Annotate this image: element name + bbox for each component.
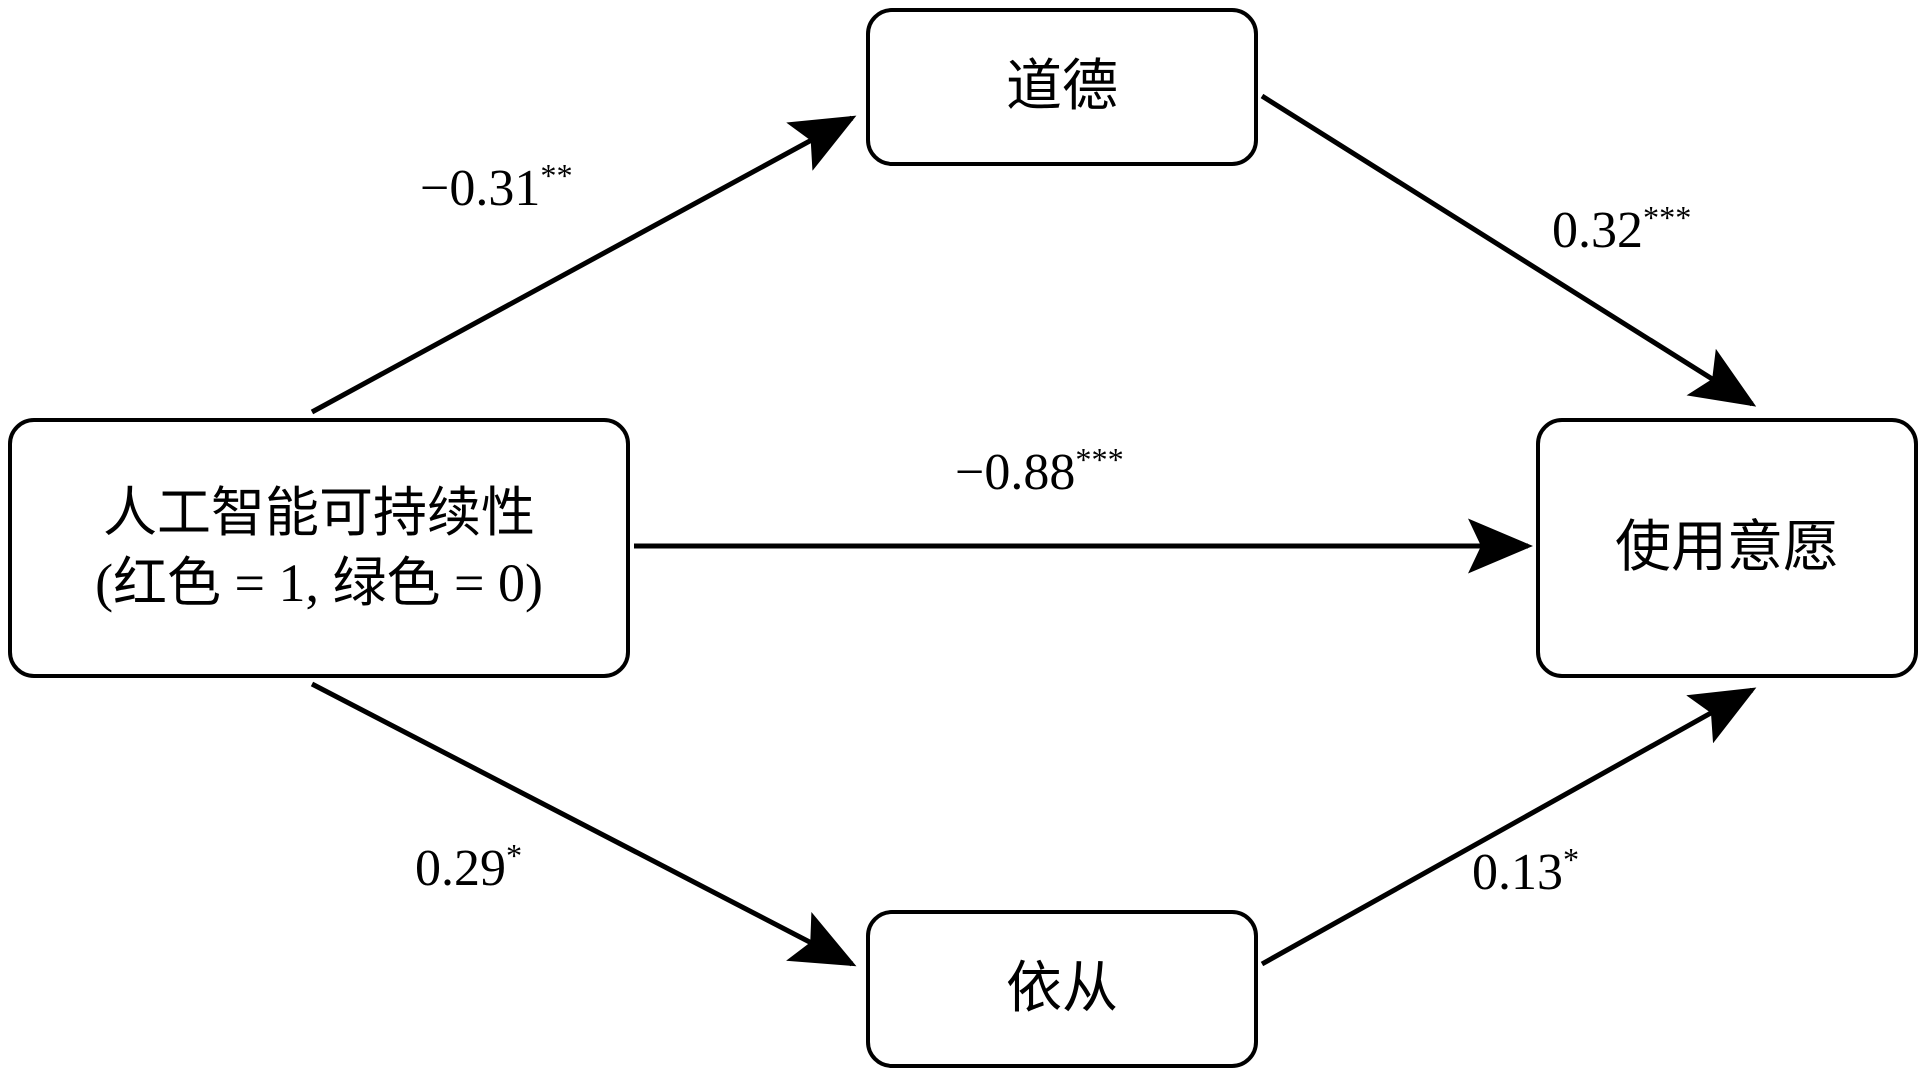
path-label-predictor-to-compliance: 0.29* bbox=[415, 840, 522, 897]
arrow-predictor-to-ethics bbox=[310, 115, 857, 415]
arrow-predictor-to-compliance bbox=[310, 681, 857, 967]
node-compliance: 依从 bbox=[866, 910, 1258, 1068]
path-label-predictor-to-intention: −0.88*** bbox=[955, 444, 1124, 501]
significance-stars: *** bbox=[1643, 199, 1692, 236]
path-label-ethics-to-intention: 0.32*** bbox=[1552, 202, 1691, 259]
node-usage-intention: 使用意愿 bbox=[1536, 418, 1918, 678]
significance-stars: * bbox=[1563, 841, 1580, 878]
significance-stars: * bbox=[506, 837, 523, 874]
path-label-predictor-to-ethics: −0.31** bbox=[420, 160, 573, 217]
path-coefficient-value: 0.32 bbox=[1552, 202, 1643, 259]
path-coefficient-value: −0.88 bbox=[955, 444, 1076, 501]
arrow-ethics-to-intention bbox=[1260, 93, 1757, 407]
path-coefficient-value: 0.13 bbox=[1472, 844, 1563, 901]
significance-stars: ** bbox=[540, 157, 573, 194]
significance-stars: *** bbox=[1075, 441, 1124, 478]
arrow-compliance-to-intention bbox=[1260, 687, 1757, 967]
node-ethics-label: 道德 bbox=[1006, 55, 1118, 118]
path-label-compliance-to-intention: 0.13* bbox=[1472, 844, 1579, 901]
path-coefficient-value: 0.29 bbox=[415, 840, 506, 897]
node-ethics: 道德 bbox=[866, 8, 1258, 166]
path-coefficient-value: −0.31 bbox=[420, 160, 541, 217]
node-usage-intention-label: 使用意愿 bbox=[1615, 516, 1839, 579]
node-compliance-label: 依从 bbox=[1006, 957, 1118, 1020]
node-ai-sustainability-label: 人工智能可持续性 (红色 = 1, 绿色 = 0) bbox=[95, 482, 543, 613]
node-ai-sustainability: 人工智能可持续性 (红色 = 1, 绿色 = 0) bbox=[8, 418, 630, 678]
